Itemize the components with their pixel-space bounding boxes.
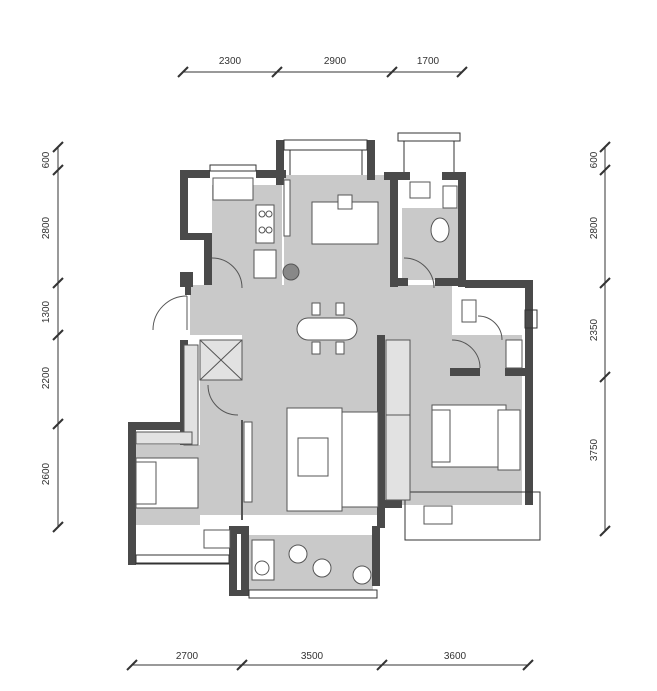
- stove: [255, 204, 275, 244]
- wardrobe-master: [385, 339, 411, 501]
- toilet: [430, 217, 450, 243]
- tv-cabinet: [243, 421, 253, 503]
- study-chair: [337, 194, 353, 210]
- storage-hatches: [135, 339, 411, 501]
- dim-right-2: 2800: [589, 216, 600, 239]
- wall-kitchen-left: [180, 170, 188, 240]
- plant: [282, 263, 300, 281]
- coffee-table: [297, 437, 329, 477]
- terrace-chair: [423, 505, 453, 525]
- master-bedroom-door: [451, 339, 481, 369]
- dim-left-4: 2200: [41, 366, 52, 389]
- doors: [152, 257, 503, 416]
- entry-door: [152, 295, 188, 331]
- master-basin: [505, 339, 523, 369]
- balcony-chair: [288, 544, 308, 564]
- wall-pillar: [180, 272, 193, 287]
- sofa: [341, 411, 379, 508]
- dimension-top: [177, 66, 468, 78]
- bathroom-floor: [402, 208, 460, 280]
- dimension-bottom: [126, 659, 534, 671]
- dim-right-3: 2350: [589, 318, 600, 341]
- master-toilet: [461, 299, 477, 323]
- dim-top-3: 1700: [417, 56, 440, 67]
- kitchen-sink: [212, 177, 254, 201]
- wall-bedroom-left: [128, 422, 136, 565]
- corridor-floor: [200, 380, 245, 515]
- kitchen-door: [211, 257, 243, 289]
- dim-left-1: 600: [41, 151, 52, 168]
- wall-center: [377, 335, 385, 528]
- dim-bottom-3: 3600: [444, 651, 467, 662]
- master-bath-door: [477, 315, 503, 341]
- dim-right-1: 600: [589, 151, 600, 168]
- headboard: [497, 409, 521, 471]
- dim-top-1: 2300: [219, 56, 242, 67]
- bedroom-door: [207, 384, 239, 416]
- wardrobe-corridor: [183, 344, 199, 446]
- dining-table: [296, 317, 358, 341]
- dim-bottom-1: 2700: [176, 651, 199, 662]
- study-shelf: [283, 179, 291, 237]
- wall-bath-right: [458, 172, 466, 287]
- furniture: [135, 177, 523, 585]
- wardrobe-bedroom: [135, 431, 193, 445]
- wall-study-right: [390, 172, 398, 287]
- lounge-chair: [203, 529, 231, 549]
- dim-right-4: 3750: [589, 438, 600, 461]
- dim-bottom-2: 3500: [301, 651, 324, 662]
- dim-top-2: 2900: [324, 56, 347, 67]
- fridge: [253, 249, 277, 279]
- dimension-right: [599, 141, 611, 537]
- basin: [409, 181, 431, 199]
- windows: [135, 132, 541, 599]
- wall-right: [525, 280, 533, 505]
- balcony-plant: [352, 565, 372, 585]
- dim-left-5: 2600: [41, 462, 52, 485]
- dim-left-3: 1300: [41, 300, 52, 323]
- dimension-left: [52, 141, 64, 533]
- dim-left-2: 2800: [41, 216, 52, 239]
- bathroom-door: [403, 257, 435, 289]
